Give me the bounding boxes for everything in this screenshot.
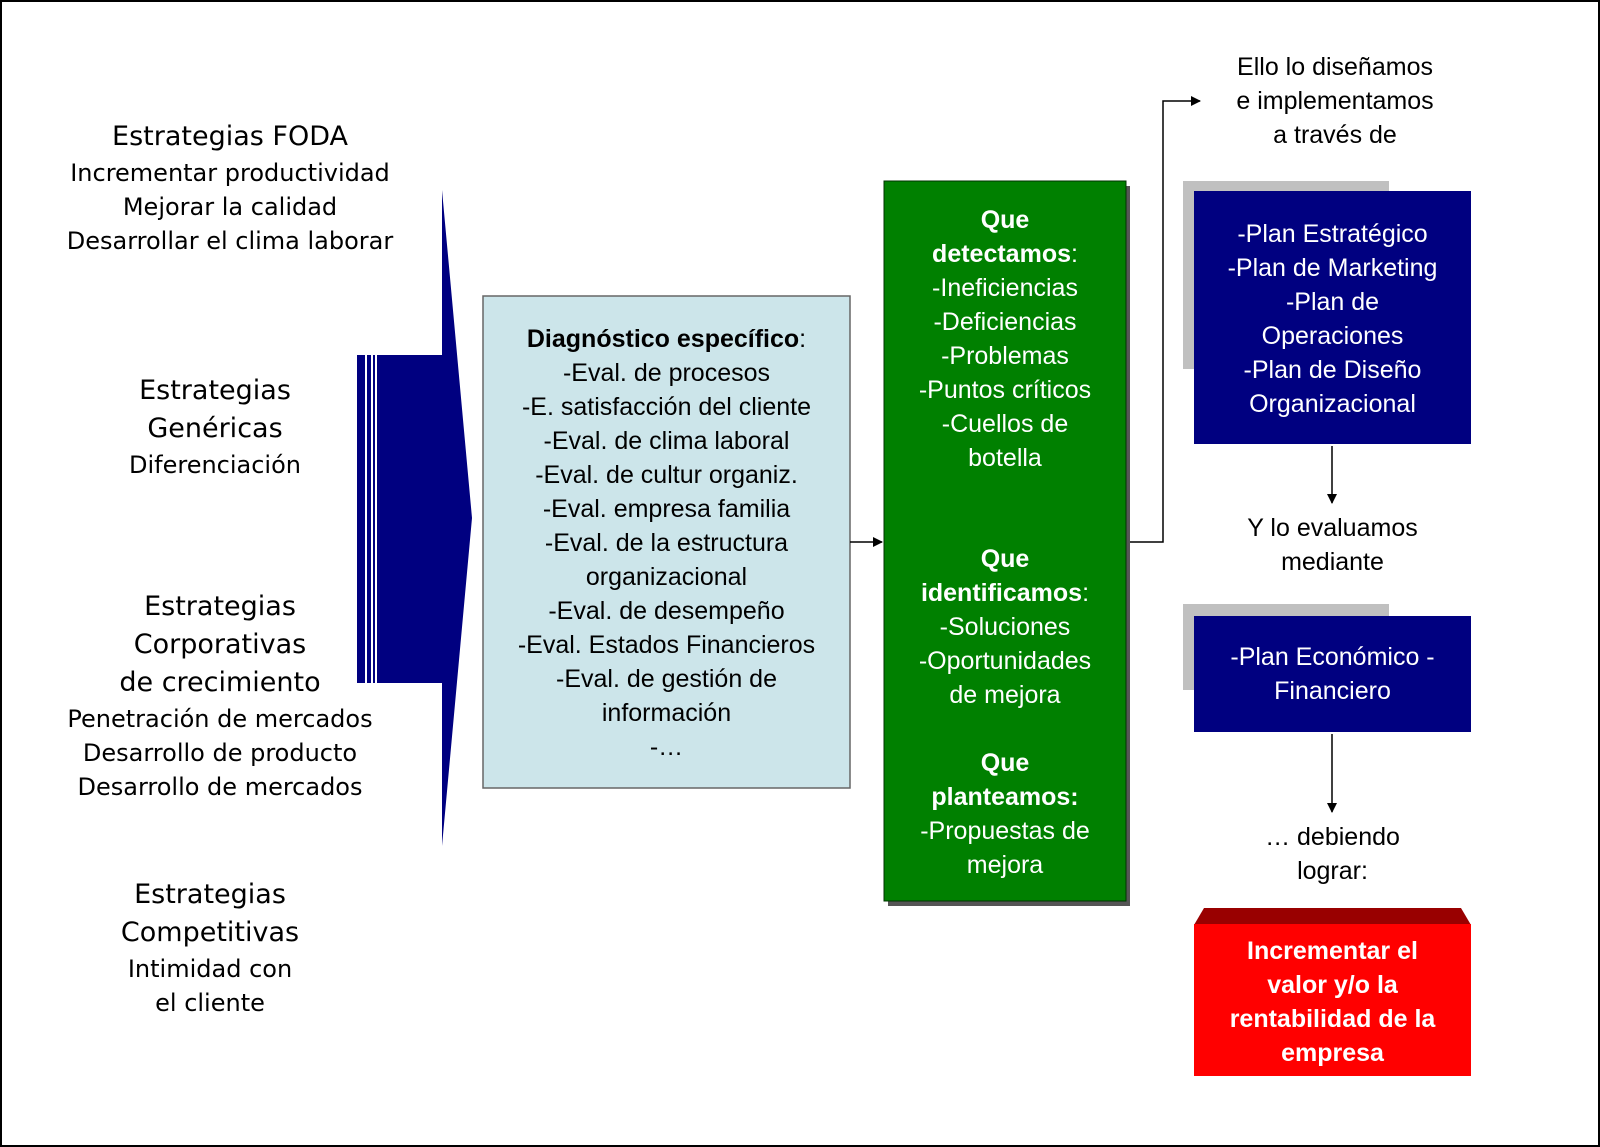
- design-intro-line: Ello lo diseñamos: [1237, 53, 1433, 81]
- design-intro-line: e implementamos: [1236, 87, 1434, 115]
- green-section-planteamos: Que planteamos: -Propuestas de mejora: [884, 746, 1126, 882]
- diagnostic-item: -Eval. de gestión de: [556, 665, 777, 693]
- strategies-corporativas-item: Penetración de mercados: [67, 705, 373, 733]
- economic-text: -Plan Económico - Financiero: [1194, 640, 1471, 708]
- economic-box: [1194, 616, 1471, 732]
- arrow-stripe-1: [357, 355, 365, 683]
- goal-line: Incrementar el: [1247, 937, 1418, 965]
- arrow-stripe-2: [367, 355, 371, 683]
- strategies-genericas: Estrategias Genéricas Diferenciación: [60, 372, 370, 482]
- strategies-genericas-title: Estrategias: [139, 375, 291, 406]
- strategies-foda-item: Incrementar productividad: [70, 159, 390, 187]
- plans-box: [1194, 191, 1471, 444]
- plan-item: Organizacional: [1249, 390, 1416, 418]
- plan-item: -Plan Estratégico: [1237, 220, 1428, 248]
- strategies-competitivas-title: Competitivas: [120, 917, 300, 948]
- diagnostic-text: Diagnóstico específico: -Eval. de proces…: [483, 322, 850, 764]
- identificamos-heading: Que: [980, 545, 1030, 573]
- goal-box-bevel: [1194, 908, 1471, 925]
- strategies-competitivas-item: el cliente: [155, 989, 265, 1017]
- detectamos-item: botella: [968, 444, 1042, 472]
- achieve-text: … debiendo lograr:: [1190, 820, 1475, 888]
- strategies-genericas-title: Genéricas: [147, 413, 283, 444]
- diagnostic-heading: Diagnóstico específico:: [526, 325, 807, 353]
- green-box: [883, 180, 1127, 902]
- planteamos-heading: Que: [980, 749, 1030, 777]
- evaluate-line: mediante: [1281, 548, 1384, 576]
- big-arrow: [357, 190, 472, 846]
- design-intro-line: a través de: [1273, 121, 1397, 149]
- identificamos-item: -Soluciones: [939, 613, 1071, 641]
- achieve-line: lograr:: [1297, 857, 1368, 885]
- evaluate-text: Y lo evaluamos mediante: [1190, 511, 1475, 579]
- strategies-corporativas-title: de crecimiento: [119, 667, 321, 698]
- strategies-corporativas-title: Corporativas: [133, 629, 307, 660]
- diagnostic-item: -…: [649, 733, 684, 761]
- planteamos-item: -Propuestas de: [920, 817, 1090, 845]
- economic-line: -Plan Económico -: [1230, 643, 1435, 671]
- goal-line: empresa: [1281, 1039, 1384, 1067]
- detectamos-heading: detectamos:: [932, 240, 1078, 268]
- strategies-corporativas-title: Estrategias: [144, 591, 296, 622]
- evaluate-line: Y lo evaluamos: [1247, 514, 1418, 542]
- diagnostic-item: -Eval. de cultur organiz.: [535, 461, 798, 489]
- plan-item: -Plan de: [1285, 288, 1380, 316]
- identificamos-item: de mejora: [949, 681, 1061, 709]
- detectamos-item: -Ineficiencias: [932, 274, 1078, 302]
- planteamos-item: mejora: [966, 851, 1044, 879]
- strategies-corporativas-item: Desarrollo de producto: [82, 739, 358, 767]
- goal-box: [1194, 924, 1471, 1076]
- strategies-foda-item: Desarrollar el clima laborar: [66, 227, 394, 255]
- diagnostic-item: -Eval. Estados Financieros: [517, 631, 816, 659]
- strategies-competitivas: Estrategias Competitivas Intimidad con e…: [60, 876, 360, 1020]
- goal-line: valor y/o la: [1267, 971, 1398, 999]
- detectamos-item: -Problemas: [941, 342, 1069, 370]
- strategies-foda-item: Mejorar la calidad: [122, 193, 338, 221]
- plan-item: Operaciones: [1261, 322, 1404, 350]
- arrow-body: [377, 190, 472, 846]
- achieve-line: … debiendo: [1265, 823, 1400, 851]
- design-intro-text: Ello lo diseñamos e implementamos a trav…: [1190, 50, 1480, 152]
- detectamos-item: -Cuellos de: [941, 410, 1069, 438]
- plan-item: -Plan de Diseño: [1243, 356, 1422, 384]
- diagnostic-item: -Eval. empresa familia: [542, 495, 791, 523]
- plan-item: -Plan de Marketing: [1227, 254, 1438, 282]
- economic-line: Financiero: [1274, 677, 1391, 705]
- strategies-corporativas: Estrategias Corporativas de crecimiento …: [40, 588, 400, 804]
- detectamos-heading: Que: [980, 206, 1030, 234]
- green-section-identificamos: Que identificamos: -Soluciones -Oportuni…: [884, 542, 1126, 712]
- strategies-genericas-item: Diferenciación: [128, 451, 301, 479]
- strategies-competitivas-item: Intimidad con: [127, 955, 293, 983]
- diagnostic-item: -Eval. de procesos: [562, 359, 771, 387]
- plans-text: -Plan Estratégico -Plan de Marketing -Pl…: [1194, 217, 1471, 421]
- goal-text: Incrementar el valor y/o la rentabilidad…: [1194, 934, 1471, 1070]
- detectamos-item: -Deficiencias: [933, 308, 1077, 336]
- detectamos-item: -Puntos críticos: [918, 376, 1092, 404]
- diagnostic-item: -E. satisfacción del cliente: [521, 393, 812, 421]
- identificamos-item: -Oportunidades: [918, 647, 1092, 675]
- strategies-corporativas-item: Desarrollo de mercados: [77, 773, 363, 801]
- strategies-competitivas-title: Estrategias: [134, 879, 286, 910]
- diagnostic-box: [482, 295, 851, 789]
- green-section-detectamos: Que detectamos: -Ineficiencias -Deficien…: [884, 203, 1126, 475]
- diagnostic-item: -Eval. de clima laboral: [543, 427, 790, 455]
- goal-line: rentabilidad de la: [1229, 1005, 1436, 1033]
- identificamos-heading: identificamos:: [920, 579, 1090, 607]
- diagnostic-item: información: [601, 699, 732, 727]
- connector-green-to-design: [1130, 96, 1201, 543]
- planteamos-heading: planteamos:: [931, 783, 1079, 811]
- arrow-stripe-3: [373, 355, 375, 683]
- diagnostic-item: organizacional: [585, 563, 748, 591]
- diagnostic-item: -Eval. de desempeño: [548, 597, 785, 625]
- diagnostic-item: -Eval. de la estructura: [544, 529, 789, 557]
- strategies-foda: Estrategias FODA Incrementar productivid…: [40, 118, 420, 258]
- strategies-foda-title: Estrategias FODA: [112, 121, 348, 152]
